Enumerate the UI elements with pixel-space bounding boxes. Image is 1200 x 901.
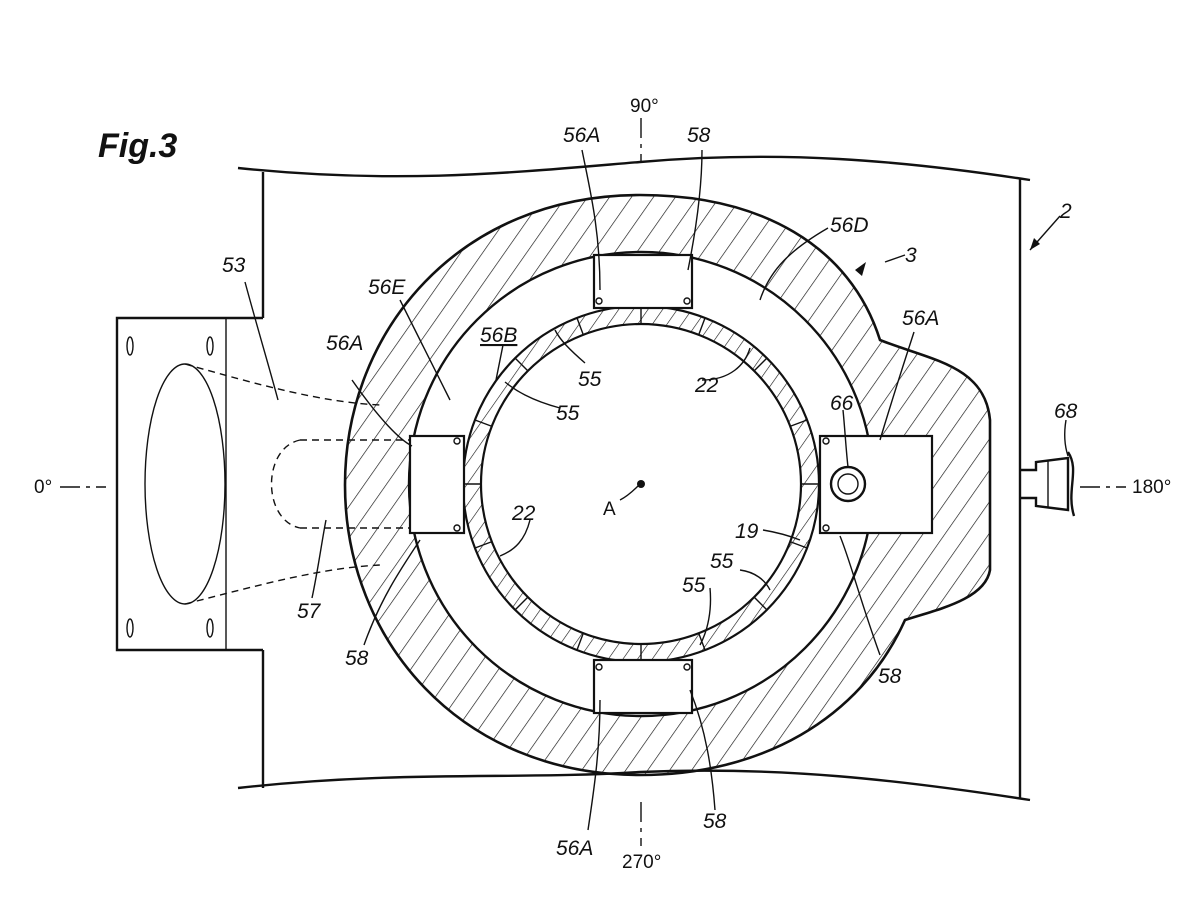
ref-58-bottom: 58 (703, 810, 727, 833)
ref-3: 3 (905, 244, 917, 267)
ref-58-right: 58 (878, 665, 902, 688)
angle-270: 270° (622, 852, 661, 873)
ref-56e: 56E (368, 276, 406, 299)
figure-title: Fig.3 (98, 127, 177, 165)
angle-0: 0° (34, 477, 52, 498)
ref-56d: 56D (830, 214, 869, 237)
axis-lines (60, 118, 1126, 846)
ref-55-b: 55 (556, 402, 580, 425)
ref-2: 2 (1059, 200, 1072, 223)
angle-180: 180° (1132, 477, 1171, 498)
housing-outline (115, 155, 1031, 802)
arrowhead-2 (1030, 238, 1040, 250)
ref-55-d: 55 (682, 574, 706, 597)
ref-53: 53 (222, 254, 246, 277)
ref-56a-bottom: 56A (556, 837, 593, 860)
ref-56a-right: 56A (902, 307, 939, 330)
ref-56a-top: 56A (563, 124, 600, 147)
arrowhead-3 (855, 262, 866, 276)
ref-55-c: 55 (710, 550, 734, 573)
ref-66: 66 (830, 392, 854, 415)
ref-68: 68 (1054, 400, 1078, 423)
ref-58-top: 58 (687, 124, 711, 147)
fitting-68 (1020, 451, 1076, 517)
ref-56a-left: 56A (326, 332, 363, 355)
leader-lines (244, 149, 1069, 831)
axis-a-label: A (603, 499, 616, 520)
angle-90: 90° (630, 96, 659, 117)
ref-55-a: 55 (578, 368, 602, 391)
ref-58-left: 58 (345, 647, 369, 670)
ref-22-a: 22 (694, 374, 719, 397)
ref-22-b: 22 (511, 502, 536, 525)
rotor-body (343, 193, 992, 777)
ref-57: 57 (297, 600, 322, 623)
ref-56b: 56B (480, 324, 517, 347)
ref-19: 19 (735, 520, 759, 543)
